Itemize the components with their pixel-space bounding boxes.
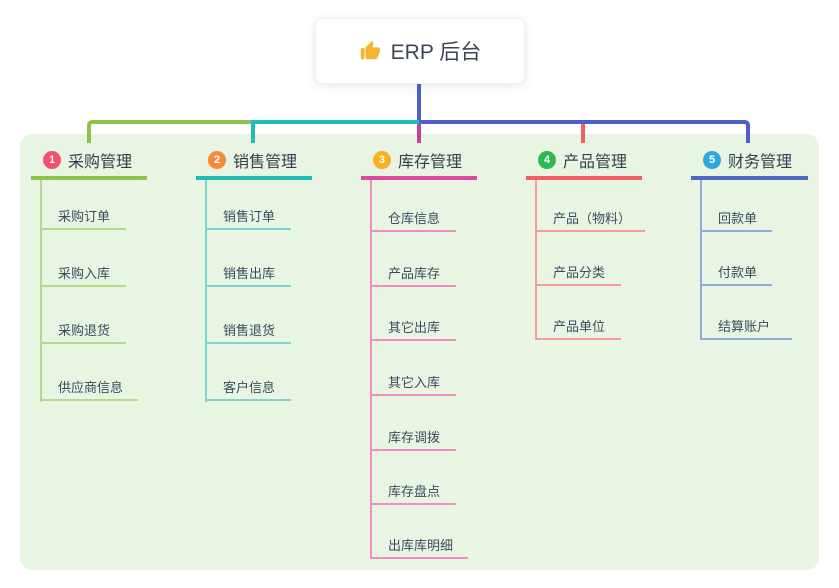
branch-product-spine [535,180,537,340]
node-underline [535,284,621,286]
badge-3-icon: 3 [373,151,391,169]
branch-product-drop-line [581,124,585,143]
branch-sales-label: 销售管理 [233,154,298,171]
node-stock-count[interactable]: 库存盘点 [388,484,441,499]
node-underline [535,338,621,340]
root-connector-line [417,82,421,120]
node-purchase-inbound[interactable]: 采购入库 [58,266,111,281]
connector-bus-middle [253,120,419,124]
node-underline [370,394,456,396]
branch-sales-drop-line [251,120,255,143]
node-underline [40,228,126,230]
node-underline [40,399,138,401]
node-underline [370,449,456,451]
node-other-inbound[interactable]: 其它入库 [388,375,441,390]
node-underline [370,285,456,287]
node-product-stock[interactable]: 产品库存 [388,266,441,281]
node-product-unit[interactable]: 产品单位 [553,319,606,334]
thumbs-up-icon [360,40,380,60]
root-node[interactable]: ERP 后台 [315,18,525,84]
badge-2-icon: 2 [208,151,226,169]
node-underline [700,338,792,340]
node-underline [40,285,126,287]
node-sales-return[interactable]: 销售退货 [223,323,276,338]
branch-inventory-spine [370,180,372,559]
connector-bus-left [87,120,253,143]
branch-sales-underline [196,176,312,180]
branch-inventory-header[interactable]: 3 库存管理 [373,147,462,173]
branch-inventory-label: 库存管理 [398,154,463,171]
node-outbound-detail[interactable]: 出库库明细 [388,538,454,553]
node-customer-info[interactable]: 客户信息 [223,380,276,395]
badge-5-icon: 5 [703,151,721,169]
branch-sales-header[interactable]: 2 销售管理 [208,147,297,173]
branch-sales-spine [205,180,207,402]
node-sales-outbound[interactable]: 销售出库 [223,266,276,281]
mindmap-background-panel [20,134,819,570]
branch-purchase-label: 采购管理 [68,154,133,171]
node-supplier-info[interactable]: 供应商信息 [58,380,124,395]
node-purchase-return[interactable]: 采购退货 [58,323,111,338]
node-underline [370,557,468,559]
node-underline [370,503,456,505]
branch-product-label: 产品管理 [563,154,628,171]
node-sales-order[interactable]: 销售订单 [223,209,276,224]
node-other-outbound[interactable]: 其它出库 [388,320,441,335]
node-underline [535,230,645,232]
node-receipt-bill[interactable]: 回款单 [718,211,758,226]
badge-1-icon: 1 [43,151,61,169]
node-purchase-order[interactable]: 采购订单 [58,209,111,224]
branch-product-header[interactable]: 4 产品管理 [538,147,627,173]
node-underline [205,342,291,344]
branch-product-underline [526,176,642,180]
branch-purchase-header[interactable]: 1 采购管理 [43,147,132,173]
node-payment-bill[interactable]: 付款单 [718,265,758,280]
branch-finance-underline [691,176,808,180]
branch-finance-label: 财务管理 [728,154,793,171]
node-underline [700,284,772,286]
node-underline [370,339,456,341]
node-settlement-account[interactable]: 结算账户 [718,319,771,334]
node-underline [370,230,456,232]
node-underline [205,285,291,287]
branch-inventory-drop-line [417,124,421,143]
node-stock-transfer[interactable]: 库存调拨 [388,430,441,445]
branch-inventory-underline [361,176,477,180]
node-underline [205,399,291,401]
node-underline [40,342,126,344]
branch-purchase-spine [40,180,42,402]
badge-4-icon: 4 [538,151,556,169]
connector-bus-right [419,120,750,143]
root-label: ERP 后台 [390,41,482,64]
node-product-material[interactable]: 产品（物料） [553,211,632,226]
node-underline [205,228,291,230]
node-underline [700,230,772,232]
branch-finance-spine [700,180,702,340]
node-product-category[interactable]: 产品分类 [553,265,606,280]
node-warehouse-info[interactable]: 仓库信息 [388,211,441,226]
branch-finance-header[interactable]: 5 财务管理 [703,147,792,173]
branch-purchase-underline [31,176,147,180]
